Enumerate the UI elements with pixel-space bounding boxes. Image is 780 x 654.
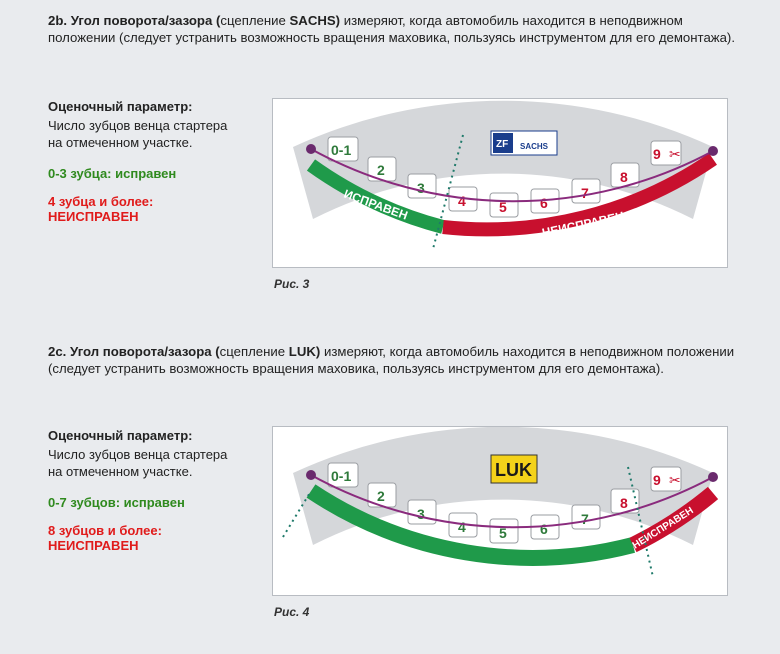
section-2b: 2b. Угол поворота/зазора (сцепление SACH… (48, 12, 748, 291)
param-title: Оценочный параметр: (48, 428, 193, 443)
tooth-label: 5 (499, 525, 507, 541)
tooth-label: 0-1 (331, 142, 351, 158)
bad-arc (629, 486, 719, 553)
tooth-label: 6 (540, 521, 548, 537)
tooth-label: 7 (581, 185, 589, 201)
good-criteria: 0-3 зубца: исправен (48, 166, 177, 181)
scissors-icon: ✂ (669, 146, 681, 162)
bad-arc (442, 153, 717, 237)
tooth-labels: 0-1 2 3 (331, 142, 425, 196)
figure-4: 0-1 2 3 4 5 6 7 8 9 ✂ (272, 418, 728, 596)
luk-logo-text: LUK (495, 460, 532, 480)
zf-logo-mark (493, 133, 513, 153)
bad-criteria-line1: 8 зубцов и более: (48, 523, 162, 538)
bad-criteria: 8 зубцов и более: НЕИСПРАВЕН (48, 523, 243, 553)
tooth-label: 6 (540, 195, 548, 211)
bad-criteria-line1: 4 зубца и более: (48, 194, 154, 209)
flywheel-body (293, 426, 713, 545)
flywheel-diagram-sachs: 0-1 2 3 4 5 6 7 8 9 ✂ (293, 92, 718, 250)
param-title: Оценочный параметр: (48, 99, 193, 114)
heading-rest: измеряют, когда автомобиль находится в н… (48, 13, 735, 45)
divider-line (627, 466, 654, 578)
measure-end-dot (708, 146, 718, 156)
tooth-label: 3 (417, 180, 425, 196)
tooth-labels-red: 8 9 (620, 472, 661, 511)
section-2c-parameters: Оценочный параметр: Число зубцов венца с… (48, 427, 243, 553)
measure-end-dot (708, 472, 718, 482)
good-arc (306, 484, 636, 566)
figure-3-caption: Рис. 3 (274, 277, 310, 291)
section-2b-parameters: Оценочный параметр: Число зубцов венца с… (48, 98, 243, 224)
section-2c-intro: 2c. Угол поворота/зазора (сцепление LUK)… (48, 343, 738, 377)
measure-line (310, 474, 714, 529)
tooth-label: 7 (581, 511, 589, 527)
sachs-logo-text: SACHS (520, 142, 549, 151)
tooth (489, 518, 519, 544)
tooth-label: 9 (653, 472, 661, 488)
section-2c: 2c. Угол поворота/зазора (сцепление LUK)… (48, 343, 748, 619)
tooth-label: 4 (458, 519, 466, 535)
good-arc-label: ИСПРАВЕН (453, 566, 521, 585)
section-2b-intro: 2b. Угол поворота/зазора (сцепление SACH… (48, 12, 738, 46)
tooth (650, 140, 682, 166)
divider-line (432, 134, 464, 250)
figure-3: 0-1 2 3 4 5 6 7 8 9 ✂ (272, 92, 728, 268)
tooth-label: 8 (620, 495, 628, 511)
figure-4-caption: Рис. 4 (274, 605, 310, 619)
flywheel-body (293, 100, 713, 219)
tooth-label: 2 (377, 488, 385, 504)
heading-normal: сцепление (220, 13, 290, 28)
param-text: Число зубцов венца стартера на отмеченно… (48, 447, 228, 479)
good-arc (306, 159, 445, 234)
measure-start-dot (306, 144, 316, 154)
tooth-label: 3 (417, 506, 425, 522)
tooth-label: 0-1 (331, 468, 351, 484)
zf-logo-text: ZF (496, 139, 508, 150)
heading-brand: SACHS) (289, 13, 341, 28)
tooth-label: 4 (458, 193, 466, 209)
tooth-labels: 0-1 2 3 4 5 6 7 (331, 468, 589, 541)
heading-normal: сцепление (219, 344, 289, 359)
bad-criteria-line2: НЕИСПРАВЕН (48, 209, 139, 224)
good-criteria: 0-7 зубцов: исправен (48, 495, 185, 510)
tooth-label: 8 (620, 169, 628, 185)
luk-logo (490, 454, 538, 484)
measure-start-dot (306, 470, 316, 480)
heading-bold: 2c. Угол поворота/зазора ( (48, 344, 220, 359)
heading-bold: 2b. Угол поворота/зазора ( (48, 13, 221, 28)
bad-criteria-line2: НЕИСПРАВЕН (48, 538, 139, 553)
tooth (327, 136, 359, 162)
scissors-icon: ✂ (669, 472, 681, 488)
tooth-label: 5 (499, 199, 507, 215)
heading-brand: LUK) (288, 344, 321, 359)
tooth (489, 192, 519, 218)
tooth-label: 2 (377, 162, 385, 178)
tooth-label: 9 (653, 146, 661, 162)
tooth (327, 462, 359, 488)
bad-criteria: 4 зубца и более: НЕИСПРАВЕН (48, 194, 243, 224)
heading-rest: измеряют, когда автомобиль находится в н… (48, 344, 735, 376)
tooth-labels-red: 4 5 6 7 8 9 (458, 146, 661, 215)
param-text: Число зубцов венца стартера на отмеченно… (48, 118, 228, 150)
measure-line (310, 148, 714, 203)
tooth (650, 466, 682, 492)
flywheel-diagram-luk: 0-1 2 3 4 5 6 7 8 9 ✂ (282, 418, 719, 585)
